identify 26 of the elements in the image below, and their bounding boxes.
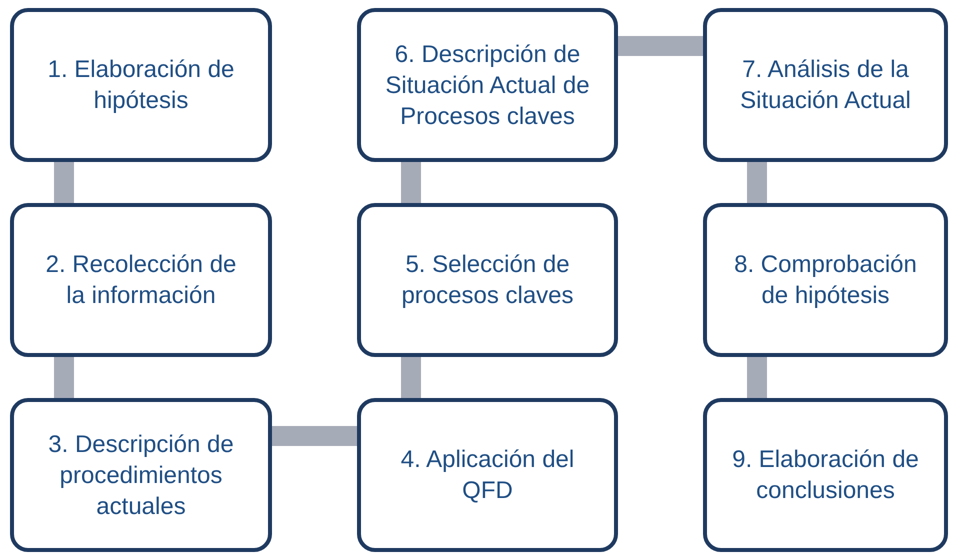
process-box [703,203,948,357]
step-label: 2. Recolección de la información [44,250,238,311]
process-box [10,398,272,552]
step-label: 7. Análisis de la Situación Actual [739,55,912,116]
process-box [10,8,272,162]
connector-bar [618,36,703,56]
step-label: 6. Descripción de Situación Actual de Procesos claves [385,40,590,132]
process-box [357,8,618,162]
connector-bar [54,357,74,398]
step-label: 9. Elaboración de conclusiones [731,445,920,506]
process-box [703,398,948,552]
process-box [357,203,618,357]
step-label: 3. Descripción de procedimientos actuales [47,430,235,522]
process-box [10,203,272,357]
connector-bar [54,162,74,203]
connector-bar [272,426,357,446]
step-label: 1. Elaboración de hipótesis [46,55,236,116]
step-label: 8. Comprobación de hipótesis [733,250,918,311]
connector-bar [747,357,767,398]
connector-bar [401,162,421,203]
step-label: 5. Selección de procesos claves [400,250,575,311]
step-label: 4. Aplicación del QFD [400,445,576,506]
process-box [357,398,618,552]
process-box [703,8,948,162]
connector-bar [747,162,767,203]
connector-bar [401,357,421,398]
